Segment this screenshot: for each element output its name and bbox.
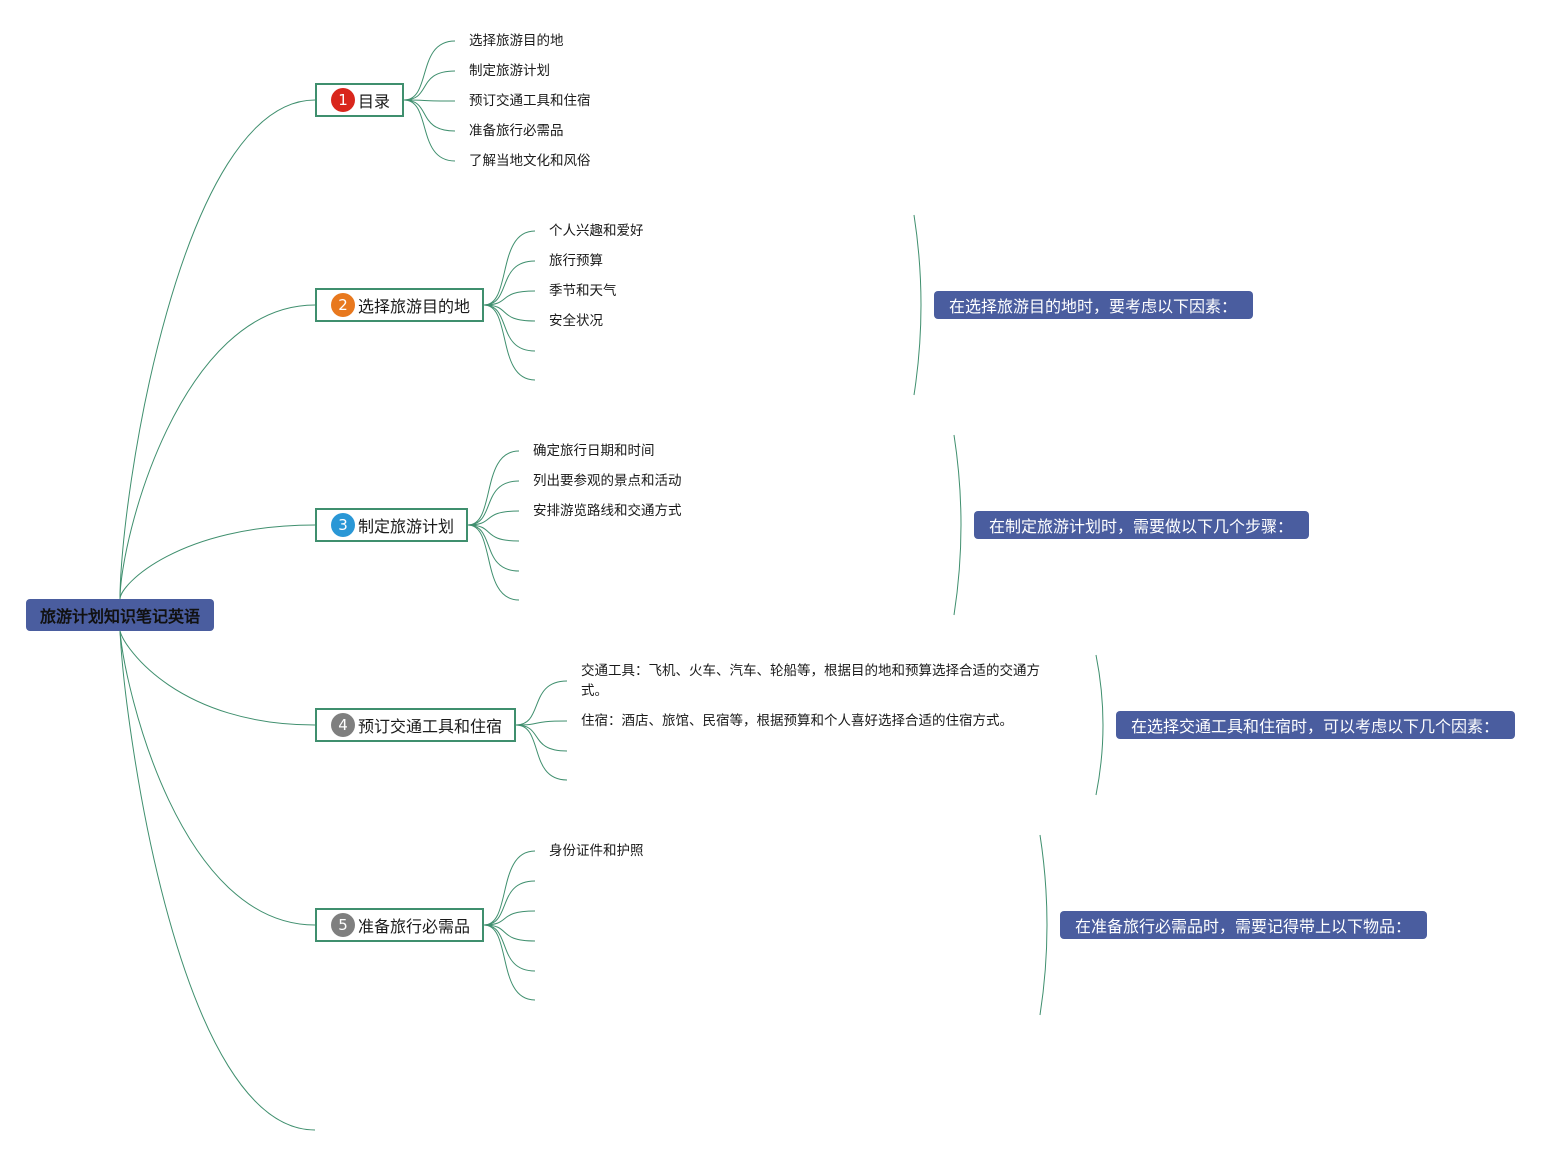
number-4-icon: 4 — [331, 713, 355, 737]
branch-4-item[interactable]: 交通工具：飞机、火车、汽车、轮船等，根据目的地和预算选择合适的交通方式。 — [581, 663, 1040, 699]
branch-2-leaf-connector — [483, 304, 536, 352]
branch-5-leaf-connector — [483, 924, 536, 942]
root-connector-1 — [119, 99, 316, 600]
branch-3-leaf-connector — [467, 510, 520, 526]
number-3-icon: 3 — [331, 513, 355, 537]
branch-4-item[interactable]: 住宿：酒店、旅馆、民宿等，根据预算和个人喜好选择合适的住宿方式。 — [581, 713, 1013, 729]
branch-3-summary[interactable]: 在制定旅游计划时，需要做以下几个步骤： — [974, 511, 1309, 539]
summary-bracket-2 — [913, 214, 922, 396]
central-topic-label: 旅游计划知识笔记英语 — [39, 607, 200, 626]
branch-5-leaf-connector — [483, 850, 536, 926]
branch-4-topic[interactable]: 4 预订交通工具和住宿 — [315, 708, 516, 742]
branch-2-summary-text: 在选择旅游目的地时，要考虑以下因素： — [949, 297, 1238, 316]
root-connector-4 — [119, 630, 316, 726]
branch-2-leaf-connector — [483, 304, 536, 322]
branch-5-summary-text: 在准备旅行必需品时，需要记得带上以下物品： — [1075, 917, 1412, 936]
branch-4-leaf-connector — [515, 724, 568, 781]
branch-3-item[interactable]: 列出要参观的景点和活动 — [533, 473, 682, 489]
branch-1-leaf-connector — [403, 70, 456, 101]
root-connector-6 — [119, 630, 316, 1131]
branch-3-leaf-connector — [467, 524, 520, 572]
branch-5-leaf-connector — [483, 924, 536, 972]
branch-2-leaf-connector — [483, 230, 536, 306]
summary-bracket-5 — [1039, 834, 1048, 1016]
branch-2-item[interactable]: 安全状况 — [549, 313, 603, 329]
branch-3-topic[interactable]: 3 制定旅游计划 — [315, 508, 468, 542]
summary-bracket-3 — [953, 434, 962, 616]
branch-2-leaf-connector — [483, 290, 536, 306]
root-connector-2 — [119, 304, 316, 600]
branch-5-leaf-connector — [483, 880, 536, 926]
root-connector-5 — [119, 630, 316, 926]
branch-2-leaf-connector — [483, 304, 536, 381]
branch-1-item[interactable]: 选择旅游目的地 — [469, 33, 564, 49]
branch-3-item[interactable]: 安排游览路线和交通方式 — [533, 503, 682, 519]
branch-3-item[interactable]: 确定旅行日期和时间 — [533, 443, 655, 459]
branch-5-leaf-connector — [483, 924, 536, 1001]
branch-4-summary[interactable]: 在选择交通工具和住宿时，可以考虑以下几个因素： — [1116, 711, 1515, 739]
branch-4-leaf-connector — [515, 680, 568, 726]
branch-3-summary-text: 在制定旅游计划时，需要做以下几个步骤： — [989, 517, 1294, 536]
branch-1-item[interactable]: 了解当地文化和风俗 — [469, 153, 591, 169]
branch-1-item[interactable]: 制定旅游计划 — [469, 63, 550, 79]
branch-5-leaf-connector — [483, 910, 536, 926]
branch-2-topic[interactable]: 2 选择旅游目的地 — [315, 288, 484, 322]
branch-4-label: 预订交通工具和住宿 — [358, 717, 503, 736]
branch-3-leaf-connector — [467, 480, 520, 526]
branch-1-leaf-connector — [403, 99, 456, 132]
branch-4-leaf-connector — [515, 720, 568, 726]
branch-2-item[interactable]: 个人兴趣和爱好 — [549, 223, 644, 239]
branch-1-item[interactable]: 预订交通工具和住宿 — [469, 93, 591, 109]
branch-1-leaf-connector — [403, 40, 456, 101]
branch-1-leaf-connector — [403, 99, 456, 102]
summary-bracket-4 — [1095, 654, 1104, 796]
branch-3-leaf-connector — [467, 524, 520, 601]
branch-2-leaf-connector — [483, 260, 536, 306]
branch-2-label: 选择旅游目的地 — [358, 297, 471, 316]
branch-5-label: 准备旅行必需品 — [358, 917, 471, 936]
branch-3-leaf-connector — [467, 450, 520, 526]
branch-3-label: 制定旅游计划 — [358, 517, 455, 536]
branch-3-leaf-connector — [467, 524, 520, 542]
branch-5-item[interactable]: 身份证件和护照 — [549, 843, 644, 859]
branch-4-summary-text: 在选择交通工具和住宿时，可以考虑以下几个因素： — [1131, 717, 1500, 736]
branch-5-topic[interactable]: 5 准备旅行必需品 — [315, 908, 484, 942]
branch-4-leaf-connector — [515, 724, 568, 752]
branch-1-topic[interactable]: 1 目录 — [315, 83, 404, 117]
branch-2-item[interactable]: 季节和天气 — [549, 283, 617, 299]
number-5-icon: 5 — [331, 913, 355, 937]
branch-1-leaf-connector — [403, 99, 456, 162]
branch-2-summary[interactable]: 在选择旅游目的地时，要考虑以下因素： — [934, 291, 1253, 319]
central-topic[interactable]: 旅游计划知识笔记英语 — [26, 599, 214, 631]
branch-1-item[interactable]: 准备旅行必需品 — [469, 123, 564, 139]
root-connector-3 — [119, 524, 316, 600]
number-2-icon: 2 — [331, 293, 355, 317]
branch-2-item[interactable]: 旅行预算 — [549, 253, 603, 269]
branch-1-label: 目录 — [358, 92, 391, 111]
number-1-icon: 1 — [331, 88, 355, 112]
branch-5-summary[interactable]: 在准备旅行必需品时，需要记得带上以下物品： — [1060, 911, 1427, 939]
